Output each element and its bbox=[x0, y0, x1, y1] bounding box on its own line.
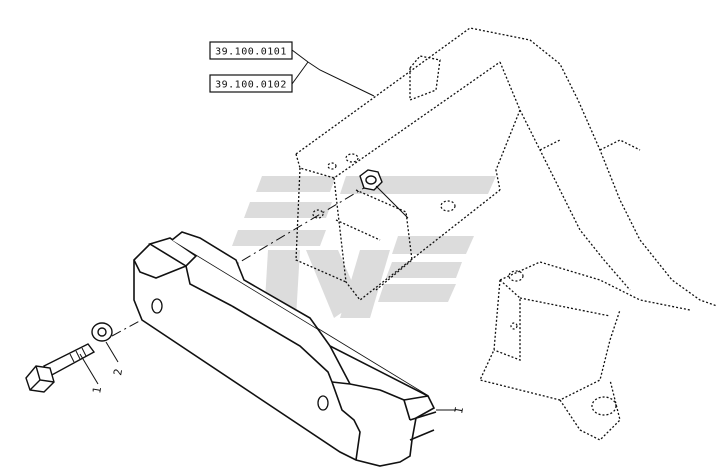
reference-code-2: 39.100.0102 bbox=[215, 80, 287, 91]
reference-code-1: 39.100.0101 bbox=[215, 47, 287, 58]
counterweight-holes bbox=[151, 298, 329, 411]
reference-box-2: 39.100.0102 bbox=[209, 74, 293, 93]
callout-bolt-label: 1 bbox=[90, 386, 104, 395]
callout-counterweight-label: I bbox=[452, 406, 466, 415]
bolt bbox=[25, 343, 96, 393]
leader-lines bbox=[79, 49, 456, 411]
counterweight-block bbox=[133, 231, 437, 467]
callout-washer-label: 2 bbox=[111, 368, 125, 377]
reference-box-1: 39.100.0101 bbox=[209, 41, 293, 60]
frame-bracket bbox=[295, 27, 717, 441]
washer bbox=[91, 322, 113, 342]
frame-holes bbox=[312, 153, 524, 330]
